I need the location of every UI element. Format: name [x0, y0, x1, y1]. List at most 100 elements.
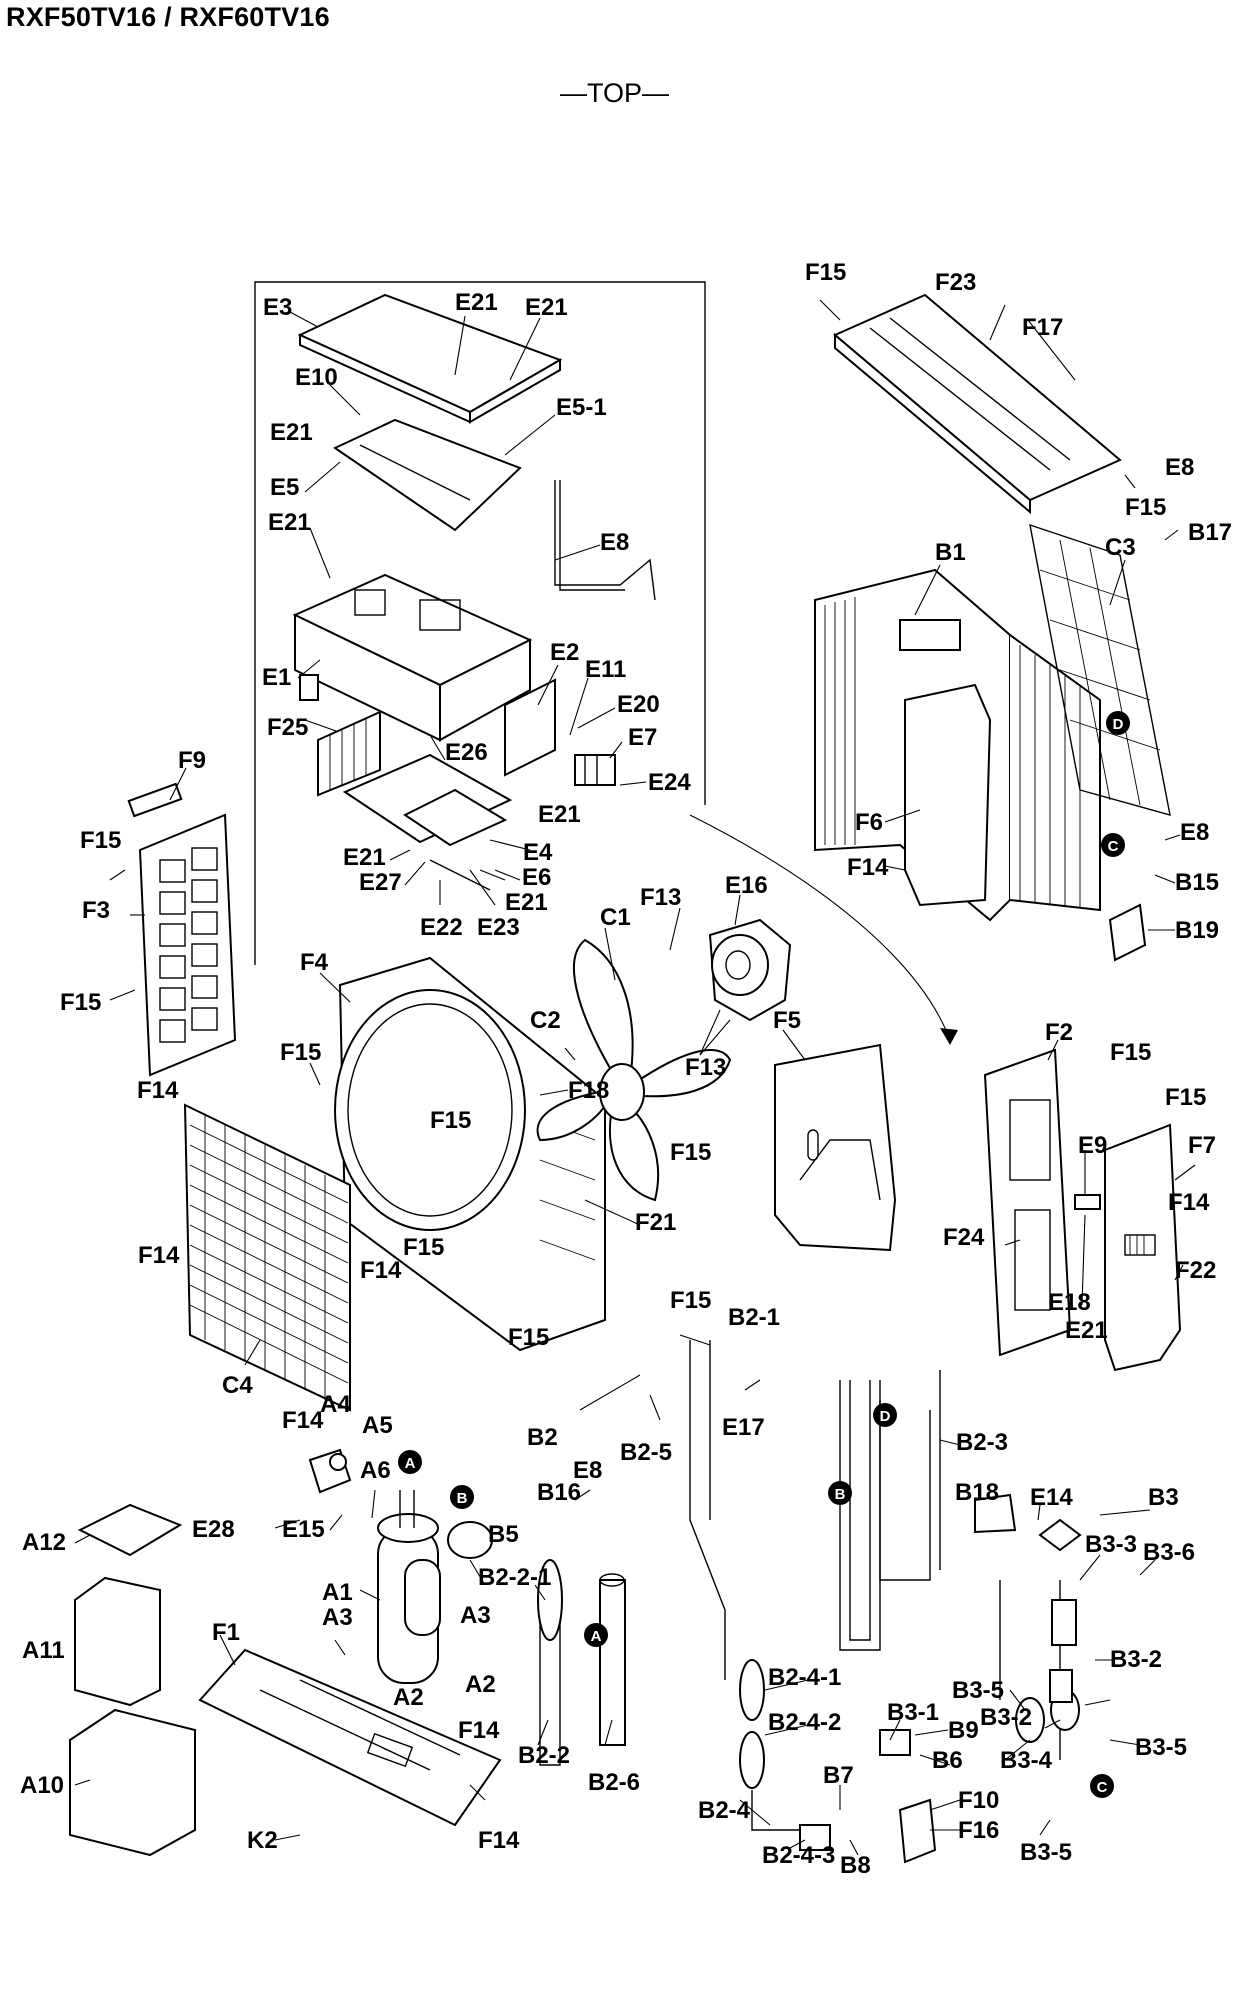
svg-text:C: C [1097, 1779, 1108, 1796]
label-a3: A3 [460, 1602, 491, 1629]
marker-a: A [398, 1450, 422, 1474]
label-c1: C1 [600, 904, 631, 931]
label-f9: F9 [178, 747, 206, 774]
label-b1: B1 [935, 539, 966, 566]
label-b19: B19 [1175, 917, 1219, 944]
label-f14: F14 [478, 1827, 520, 1854]
label-e1: E1 [262, 664, 291, 691]
label-e16: E16 [725, 872, 768, 899]
label-f22: F22 [1175, 1257, 1216, 1284]
lower-pcb-part [342, 753, 513, 891]
top-cover-part [297, 293, 563, 424]
label-f15: F15 [60, 989, 101, 1016]
label-b3-3: B3-3 [1085, 1531, 1137, 1558]
label-e21: E21 [538, 801, 581, 828]
label-c4: C4 [222, 1372, 253, 1399]
front-grille-part [183, 1103, 351, 1412]
page-title: RXF50TV16 / RXF60TV16 [6, 2, 330, 32]
label-a3: A3 [322, 1604, 353, 1631]
label-e6: E6 [522, 864, 551, 891]
label-e27: E27 [359, 869, 402, 896]
label-b15: B15 [1175, 869, 1219, 896]
label-f14: F14 [282, 1407, 324, 1434]
top-plate-part [833, 293, 1122, 515]
label-b3: B3 [1148, 1484, 1179, 1511]
bottom-frame-part [198, 1648, 502, 1827]
marker-d: D [1106, 711, 1130, 735]
label-e2: E2 [550, 639, 579, 666]
label-f15: F15 [1110, 1039, 1151, 1066]
label-e14: E14 [1030, 1484, 1073, 1511]
label-f24: F24 [943, 1224, 985, 1251]
label-f13: F13 [640, 884, 681, 911]
label-k2: K2 [247, 1827, 278, 1854]
label-f15: F15 [1125, 494, 1166, 521]
part-labels: E3 E21 E21 E10 E5-1 E21 E5 E21 E8 E1 E2 … [20, 259, 1232, 1879]
label-b2-5: B2-5 [620, 1439, 672, 1466]
service-lid-part [1104, 1123, 1182, 1372]
marker-b-second: B [828, 1481, 852, 1505]
label-b2-3: B2-3 [956, 1429, 1008, 1456]
label-b2-6: B2-6 [588, 1769, 640, 1796]
label-f4: F4 [300, 949, 329, 976]
fan-motor-part [708, 918, 792, 1022]
marker-c-second: C [1090, 1774, 1114, 1798]
label-e21: E21 [1065, 1317, 1108, 1344]
label-f7: F7 [1188, 1132, 1216, 1159]
label-b3-2: B3-2 [1110, 1646, 1162, 1673]
view-caption: —TOP— [560, 78, 670, 108]
label-c2: C2 [530, 1007, 561, 1034]
label-f15: F15 [1165, 1084, 1206, 1111]
label-b2: B2 [527, 1424, 558, 1451]
label-b2-2-1: B2-2-1 [478, 1564, 551, 1591]
right-side-panel-part [983, 1048, 1072, 1357]
label-f14: F14 [137, 1077, 179, 1104]
label-e21: E21 [525, 294, 568, 321]
wire-guard-part [1029, 523, 1171, 816]
label-e20: E20 [617, 691, 660, 718]
label-f2: F2 [1045, 1019, 1073, 1046]
label-f14: F14 [360, 1257, 402, 1284]
label-f25: F25 [267, 714, 308, 741]
small-cover-part [1108, 903, 1147, 962]
label-a1: A1 [322, 1579, 353, 1606]
label-a6: A6 [360, 1457, 391, 1484]
propeller-fan-part [536, 938, 732, 1202]
label-b3-5: B3-5 [1135, 1734, 1187, 1761]
label-a2: A2 [393, 1684, 424, 1711]
label-e23: E23 [477, 914, 520, 941]
clip-part [1074, 1194, 1101, 1210]
electrical-box-frame [254, 281, 706, 965]
label-f14: F14 [458, 1717, 500, 1744]
svg-text:D: D [880, 1408, 891, 1425]
label-f15: F15 [280, 1039, 321, 1066]
pcb-plate-part [332, 418, 522, 532]
terminal-board-part [504, 678, 616, 786]
label-e15: E15 [282, 1516, 325, 1543]
label-e11: E11 [585, 656, 626, 683]
label-b2-1: B2-1 [728, 1304, 780, 1331]
label-e8: E8 [1165, 454, 1194, 481]
label-f1: F1 [212, 1619, 240, 1646]
label-f15: F15 [670, 1287, 711, 1314]
label-b2-4-1: B2-4-1 [768, 1664, 841, 1691]
svg-text:A: A [405, 1455, 416, 1472]
label-e28: E28 [192, 1516, 235, 1543]
vibration-rubber-part [447, 1521, 493, 1559]
label-b3-4: B3-4 [1000, 1747, 1053, 1774]
label-b2-4-3: B2-4-3 [762, 1842, 835, 1869]
label-f15: F15 [805, 259, 846, 286]
label-b3-5: B3-5 [952, 1677, 1004, 1704]
assembly-arrow [689, 814, 958, 1045]
marker-b: B [450, 1485, 474, 1509]
label-a11: A11 [22, 1637, 65, 1664]
label-f15: F15 [670, 1139, 711, 1166]
label-e18: E18 [1048, 1289, 1091, 1316]
label-a12: A12 [22, 1529, 66, 1556]
label-b6: B6 [932, 1747, 963, 1774]
label-f15: F15 [508, 1324, 549, 1351]
heat-exchanger-part [814, 568, 1101, 922]
label-e21: E21 [505, 889, 548, 916]
sound-insulation-part [69, 1503, 196, 1857]
